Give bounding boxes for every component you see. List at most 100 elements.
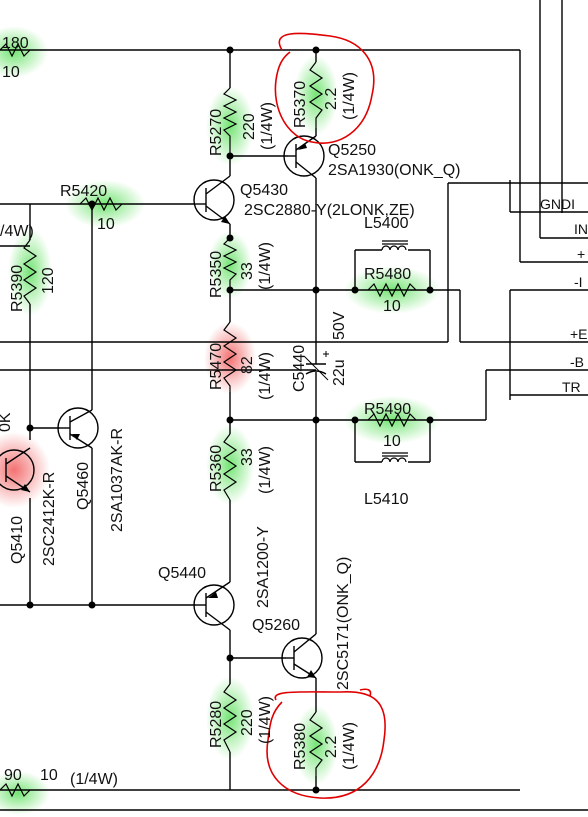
glow-bottom-resistor [0, 771, 50, 815]
r5360-value: 33 [239, 448, 256, 466]
r5420-value: 10 [97, 216, 115, 233]
q5250-ref: Q5250 [328, 142, 376, 159]
pin-minus: -I [574, 274, 583, 290]
transistors [0, 135, 325, 679]
q5430-ref: Q5430 [240, 182, 288, 199]
glow-q5410 [0, 432, 50, 508]
pin-minus-b: -B [570, 354, 584, 370]
bottom-value: 10 [40, 767, 58, 784]
r5490-symbol [367, 412, 417, 428]
r5420-symbol [79, 196, 123, 212]
r5370-rating: (1/4W) [341, 72, 358, 120]
q5460-ref: Q5460 [75, 462, 92, 510]
glow-r5370 [294, 55, 338, 135]
r5350-ref: R5350 [208, 251, 225, 298]
resistors [0, 42, 417, 798]
junctions [26, 46, 434, 794]
glow-r5360 [206, 425, 254, 505]
glow-r5390 [8, 228, 52, 316]
left-rating: /4W) [0, 223, 34, 240]
l5400-ref: L5400 [364, 215, 409, 232]
q5430-symbol [193, 175, 235, 225]
glow-r5380 [294, 705, 338, 785]
r5270-symbol [222, 87, 238, 160]
r5280-ref: R5280 [208, 701, 225, 748]
q5440-ref: Q5440 [158, 565, 206, 582]
red-circle-r5370 [274, 32, 375, 144]
glow-r5270 [206, 86, 254, 166]
r5470-ref: R5470 [208, 343, 225, 390]
q5410-ref: Q5410 [9, 516, 26, 564]
r5280-symbol [222, 683, 238, 753]
pin-tr: TR [562, 379, 581, 395]
r5380-value: 2.2 [323, 736, 340, 758]
r5350-value: 33 [239, 262, 256, 280]
r5370-symbol [308, 61, 324, 128]
bottom-resistor-symbol [0, 782, 31, 798]
inductors [381, 240, 408, 463]
r5480-value: 10 [383, 298, 401, 315]
r5490-ref: R5490 [364, 401, 411, 418]
pin-gnd: GNDI [540, 196, 575, 212]
q5410-symbol [0, 447, 35, 493]
r5380-rating: (1/4W) [341, 722, 358, 770]
pin-plus: + [577, 246, 585, 262]
r5490-value: 10 [383, 433, 401, 450]
q5260-symbol [281, 633, 323, 679]
r5280-rating: (1/4W) [257, 696, 274, 744]
pin-plus-b: +E [570, 326, 588, 342]
r5270-ref: R5270 [208, 109, 225, 156]
q5430-part: 2SC2880-Y(2LONK,ZE) [244, 202, 415, 219]
q5440-symbol [193, 581, 235, 631]
q5410-part: 2SC2412K-R [41, 472, 58, 566]
r5370-ref: R5370 [292, 81, 309, 128]
glow-r5280 [206, 676, 254, 760]
red-circle-r5380 [266, 688, 386, 799]
q5460-symbol [57, 407, 99, 449]
labels: 180 10 R5370 2.2 (1/4W) R5270 220 (1/4W)… [0, 35, 461, 788]
r5360-rating: (1/4W) [257, 446, 274, 494]
q5250-symbol [283, 135, 325, 179]
r5470-symbol [222, 321, 238, 392]
r5480-ref: R5480 [364, 266, 411, 283]
r5180-value: 10 [2, 64, 20, 81]
q-left-partial: 0K [0, 412, 14, 432]
r5420-ref: R5420 [60, 183, 107, 200]
bottom-ref-partial: 90 [4, 767, 22, 784]
r5270-value: 220 [241, 113, 258, 140]
r5390-symbol [22, 239, 38, 305]
r5470-rating: (1/4W) [257, 352, 274, 400]
q5250-part: 2SA1930(ONK_Q) [328, 162, 461, 179]
r5370-value: 2.2 [323, 88, 340, 110]
c5440-symbol [303, 342, 329, 392]
annotation-circles [266, 32, 386, 799]
q5460-part: 2SA1037AK-R [109, 428, 126, 532]
c5440-value: 22u [331, 359, 348, 386]
connector-pins: GNDI IN + -I +E -B TR [540, 196, 588, 395]
c5440-ref: C5440 [291, 345, 308, 392]
q5260-part: 2SC5171(ONK_Q) [335, 557, 352, 690]
r5350-symbol [222, 237, 238, 290]
r5390-value: 120 [40, 267, 57, 294]
q5440-part: 2SA1200-Y [255, 526, 272, 608]
r5360-symbol [222, 433, 238, 501]
pin-in: IN [574, 221, 588, 237]
r5380-ref: R5380 [292, 723, 309, 770]
l5410-symbol [381, 452, 408, 463]
c5440-voltage: 50V [331, 311, 348, 340]
r5470-value: 82 [239, 356, 256, 374]
l5410-ref: L5410 [364, 491, 409, 508]
r5280-value: 220 [239, 709, 256, 736]
glow-r5180 [0, 26, 48, 78]
q5260-ref: Q5260 [252, 617, 300, 634]
r5480-symbol [367, 282, 417, 298]
r5180-label: 180 [2, 35, 29, 52]
r5380-symbol [308, 711, 324, 776]
r5350-rating: (1/4W) [257, 242, 274, 290]
r5360-ref: R5360 [208, 445, 225, 492]
bottom-rating: (1/4W) [70, 771, 118, 788]
r5390-ref: R5390 [9, 265, 26, 312]
